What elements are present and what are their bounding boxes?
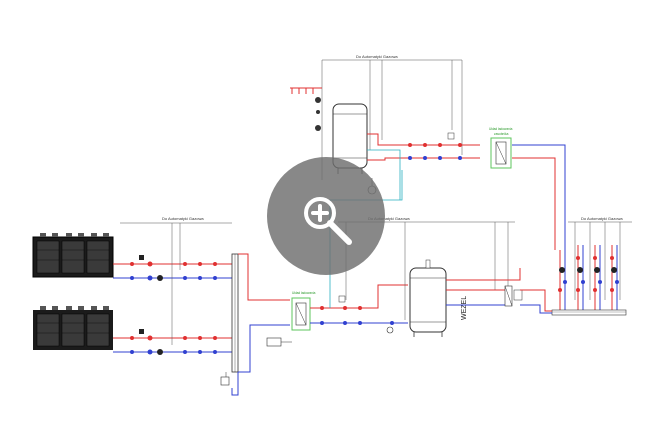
mid-automation-label: Do Automatyki Gazowa bbox=[368, 216, 410, 221]
collector-to-hx-pipes bbox=[238, 253, 290, 373]
main-collector bbox=[220, 253, 239, 396]
hx-mid-label: Układ ładowania bbox=[292, 291, 316, 295]
right-risers bbox=[559, 245, 618, 312]
top-red-manifold bbox=[290, 87, 322, 94]
right-automation-label: Do Automatyki Gazowa bbox=[581, 216, 623, 221]
chiller-unit-top bbox=[32, 233, 114, 278]
heat-exchanger-mid bbox=[291, 297, 311, 331]
right-risers-fittings bbox=[558, 256, 619, 292]
wezel-hx bbox=[504, 285, 523, 307]
left-pipes-bottom bbox=[113, 337, 232, 353]
right-bottom-manifold bbox=[520, 289, 627, 316]
top-automation-label: Do Automatyki Gazowa bbox=[356, 54, 398, 59]
left-automation-label: Do Automatyki Gazowa bbox=[162, 216, 204, 221]
top-pipes bbox=[367, 133, 566, 250]
hx-top-label: Układ ładowania bbox=[489, 127, 513, 131]
mid-fittings bbox=[266, 295, 394, 347]
left-fittings bbox=[130, 255, 217, 355]
heat-exchanger-top bbox=[490, 137, 512, 169]
hx-top-label2: zasobnika bbox=[494, 132, 509, 136]
wezel-label: WEZEL bbox=[461, 296, 468, 320]
left-pipes-top bbox=[113, 263, 232, 279]
wezel-pipes bbox=[446, 268, 521, 306]
left-automation-bracket bbox=[120, 222, 232, 345]
right-automation-bracket bbox=[568, 221, 632, 300]
chiller-unit-bottom bbox=[33, 306, 113, 350]
zoom-overlay-button[interactable] bbox=[267, 157, 385, 275]
top-automation-bracket bbox=[321, 59, 463, 180]
top-fittings bbox=[408, 132, 462, 160]
storage-tank-mid bbox=[409, 259, 447, 337]
zoom-in-icon bbox=[304, 197, 352, 245]
